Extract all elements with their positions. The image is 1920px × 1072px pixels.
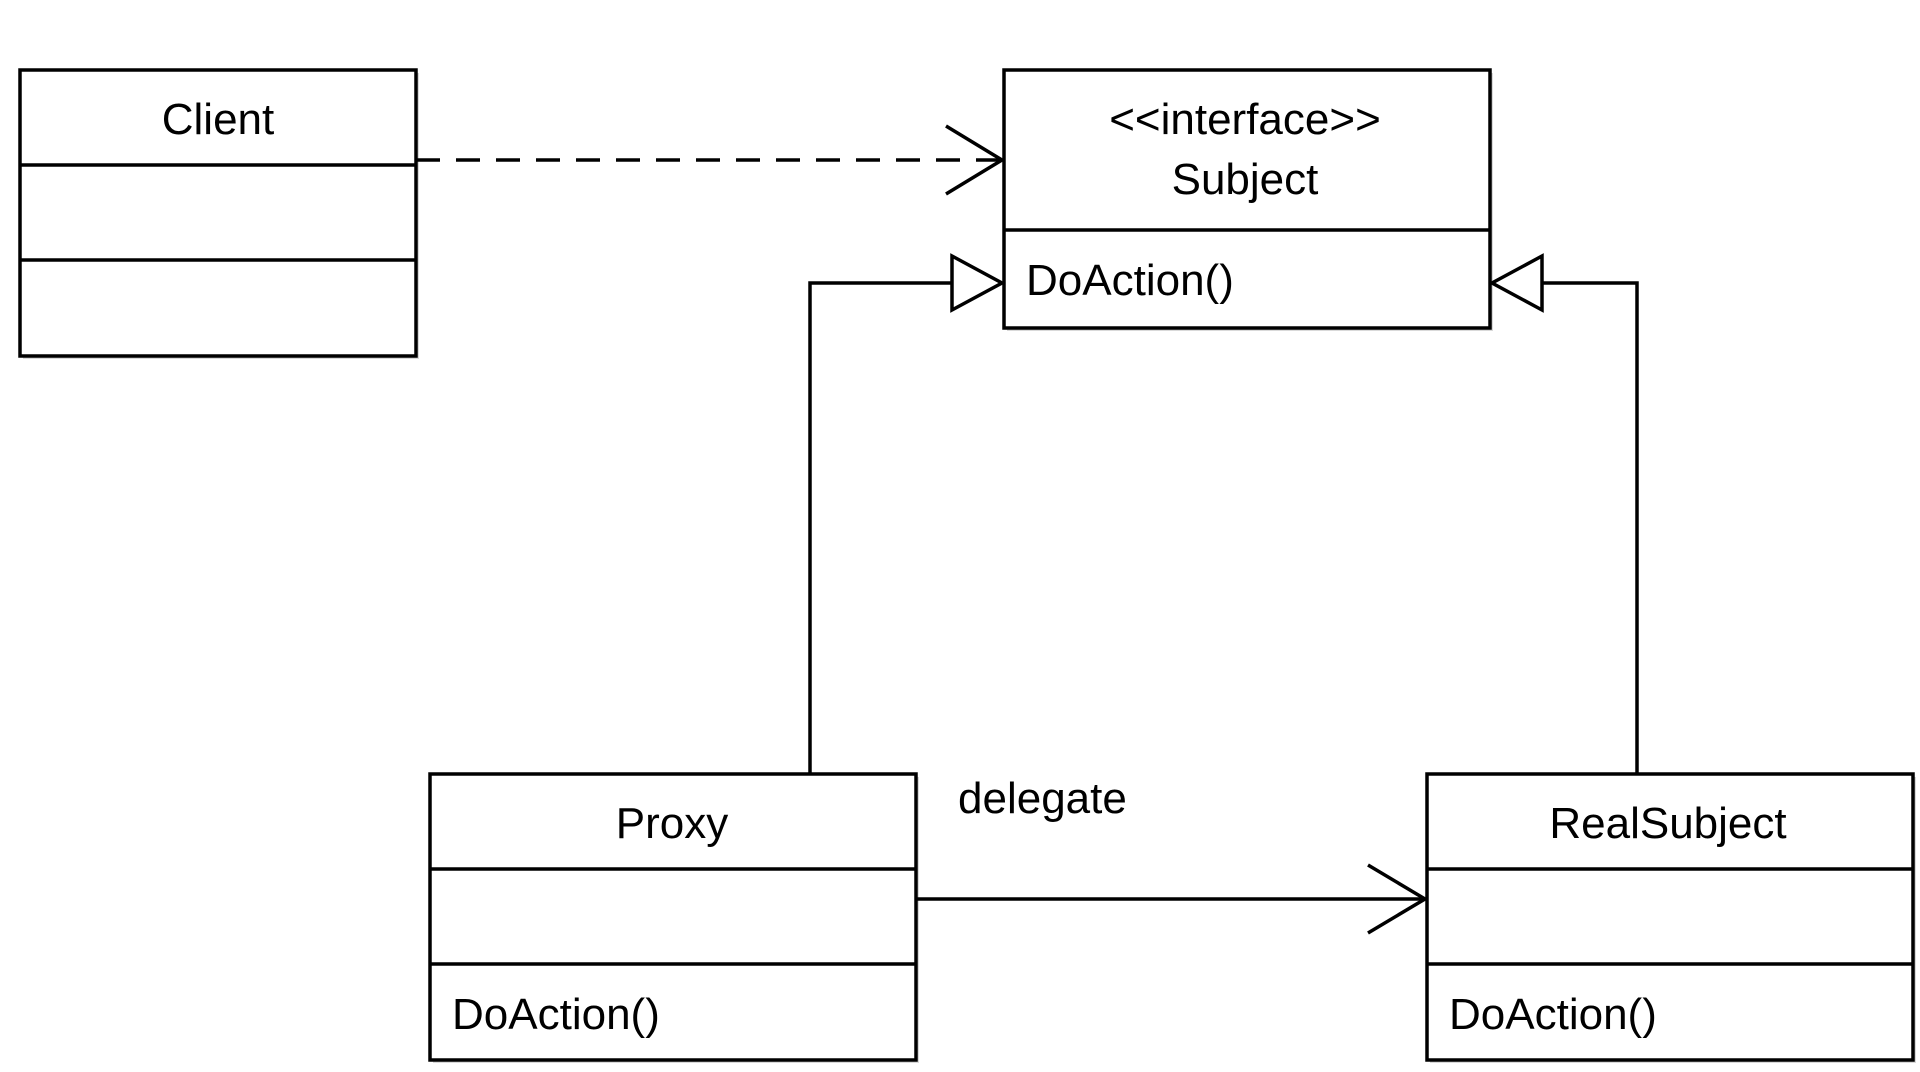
association-arrowhead: [1367, 863, 1429, 935]
association-label: delegate: [958, 774, 1127, 823]
class-client-name: Client: [162, 95, 275, 144]
class-client-box: [18, 68, 418, 358]
class-subject-name: Subject: [1172, 155, 1319, 204]
dependency-client-subject: [416, 124, 1006, 196]
realization-real-subject-arrowhead: [1488, 253, 1544, 313]
class-proxy[interactable]: Proxy DoAction(): [428, 772, 918, 1062]
realization-real-subject-line: [1542, 281, 1639, 774]
realization-real-subject-subject: [1488, 253, 1639, 774]
class-client[interactable]: Client: [18, 68, 418, 358]
realization-proxy-line: [808, 281, 952, 774]
class-proxy-box: [428, 772, 918, 1062]
association-proxy-real-subject: delegate: [916, 774, 1429, 935]
dependency-arrowhead: [945, 124, 1006, 196]
class-proxy-method: DoAction(): [452, 990, 660, 1039]
realization-proxy-subject: [808, 253, 1006, 774]
class-real-subject-box: [1425, 772, 1915, 1062]
class-proxy-name: Proxy: [616, 799, 728, 848]
class-real-subject[interactable]: RealSubject DoAction(): [1425, 772, 1915, 1062]
class-subject-method: DoAction(): [1026, 256, 1234, 305]
realization-proxy-arrowhead: [950, 253, 1006, 313]
class-real-subject-name: RealSubject: [1549, 799, 1786, 848]
class-subject-stereotype: <<interface>>: [1109, 95, 1381, 144]
class-subject[interactable]: <<interface>> Subject DoAction(): [1002, 68, 1492, 330]
class-real-subject-method: DoAction(): [1449, 990, 1657, 1039]
class-subject-box: [1002, 68, 1492, 330]
